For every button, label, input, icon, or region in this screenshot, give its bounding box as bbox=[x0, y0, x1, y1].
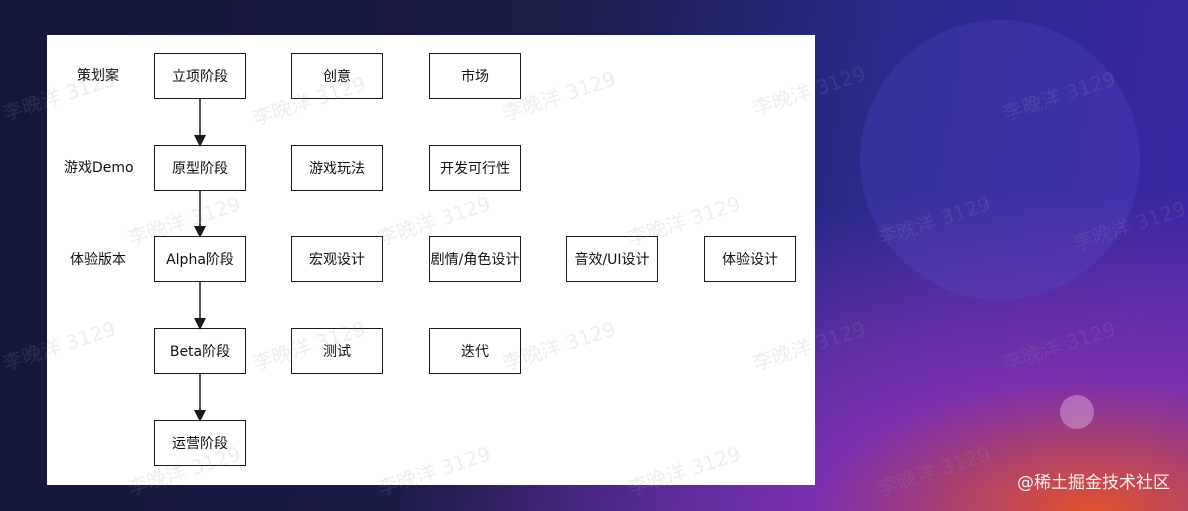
node-story-character-design: 剧情/角色设计 bbox=[429, 236, 521, 282]
node-iteration: 迭代 bbox=[429, 328, 521, 374]
watermark: 李晚洋 3129 bbox=[999, 316, 1119, 376]
background-illustration bbox=[1060, 395, 1094, 429]
row-label-experience: 体验版本 bbox=[70, 252, 126, 268]
row-label-demo: 游戏Demo bbox=[64, 160, 134, 176]
node-testing: 测试 bbox=[291, 328, 383, 374]
brand-signature: @稀土掘金技术社区 bbox=[1017, 473, 1170, 493]
stage-prototype: 原型阶段 bbox=[154, 145, 246, 191]
node-creativity: 创意 bbox=[291, 53, 383, 99]
stage-arrows bbox=[194, 99, 206, 422]
diagram-panel: 策划案 游戏Demo 体验版本 立项阶段 原型阶段 Alpha阶段 Beta阶段… bbox=[47, 35, 815, 485]
node-feasibility: 开发可行性 bbox=[429, 145, 521, 191]
stage-operation: 运营阶段 bbox=[154, 420, 246, 466]
watermark: 李晚洋 3129 bbox=[874, 441, 994, 501]
node-market: 市场 bbox=[429, 53, 521, 99]
node-audio-ui-design: 音效/UI设计 bbox=[566, 236, 658, 282]
node-gameplay: 游戏玩法 bbox=[291, 145, 383, 191]
node-experience-design: 体验设计 bbox=[704, 236, 796, 282]
stage-initiation: 立项阶段 bbox=[154, 53, 246, 99]
background-illustration bbox=[860, 20, 1140, 300]
node-macro-design: 宏观设计 bbox=[291, 236, 383, 282]
row-label-planning: 策划案 bbox=[77, 68, 119, 84]
